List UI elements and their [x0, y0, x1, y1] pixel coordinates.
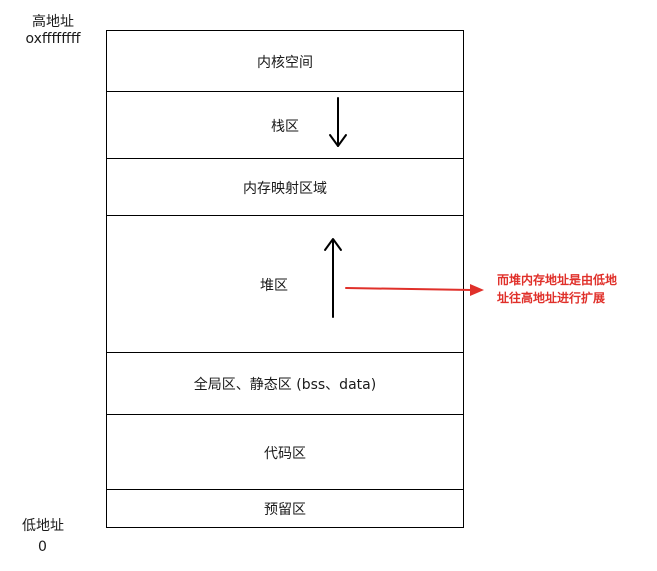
region-label: 全局区、静态区 (bss、data): [193, 377, 377, 393]
region-label: 内存映射区域: [243, 180, 327, 197]
annotation-line-2: 址往高地址进行扩展: [497, 291, 606, 305]
high-address-value: oxffffffff: [25, 31, 81, 47]
low-address-value: 0: [38, 539, 47, 555]
region-label: 内核空间: [257, 54, 313, 71]
region-code: 代码区: [107, 414, 463, 490]
region-heap: 堆区: [107, 215, 463, 353]
region-label: 预留区: [264, 501, 306, 518]
high-address-title: 高地址: [32, 14, 74, 30]
region-stack: 栈区: [107, 91, 463, 159]
region-kernel-space: 内核空间: [107, 31, 463, 92]
low-address-title: 低地址: [22, 518, 64, 534]
region-label: 堆区: [260, 277, 288, 294]
region-global-static: 全局区、静态区 (bss、data): [107, 352, 463, 415]
region-memory-map: 内存映射区域: [107, 158, 463, 216]
memory-layout: 内核空间 栈区 内存映射区域 堆区 全局区、静态区 (bss、data) 代码区…: [106, 30, 464, 528]
annotation-line-1: 而堆内存地址是由低地: [497, 273, 618, 287]
region-label: 栈区: [271, 118, 299, 135]
region-reserved: 预留区: [107, 489, 463, 527]
heap-growth-annotation: 而堆内存地址是由低地 址往高地址进行扩展: [497, 271, 617, 307]
low-address-label: 低地址 0: [22, 518, 64, 556]
region-label: 代码区: [264, 445, 306, 462]
high-address-label: 高地址 oxffffffff: [0, 14, 106, 48]
